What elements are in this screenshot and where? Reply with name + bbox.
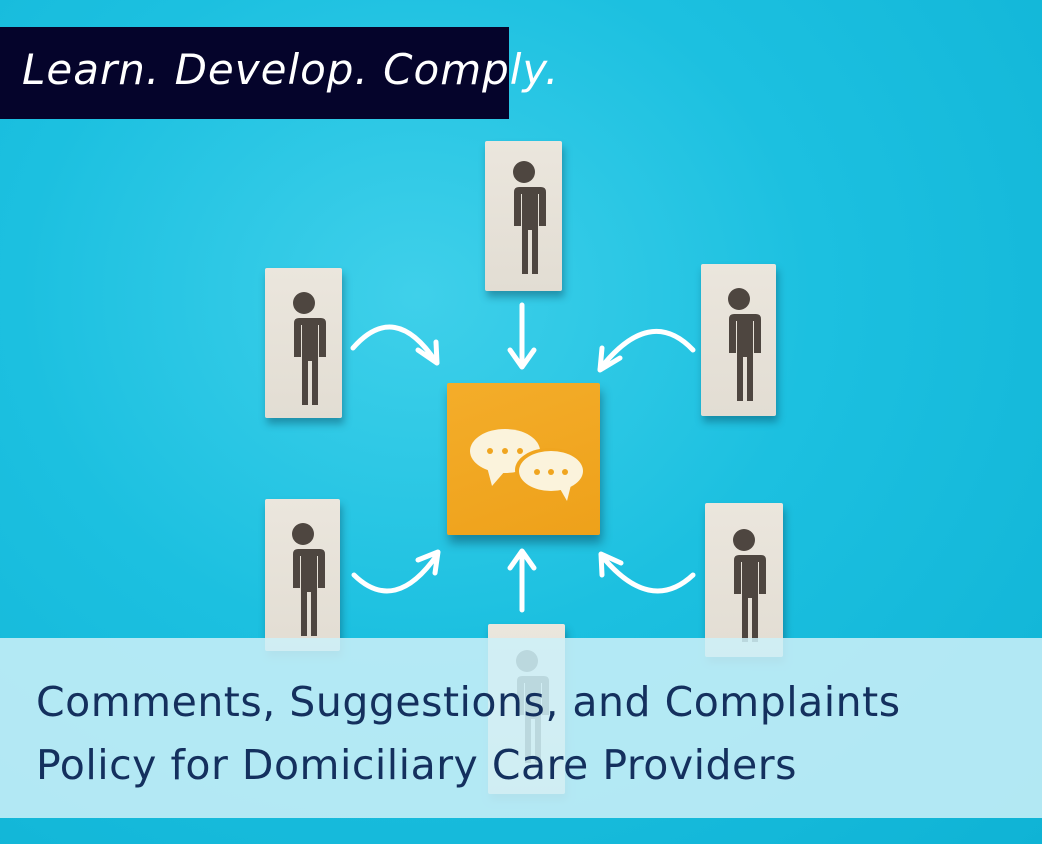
tagline-banner: Learn. Develop. Comply. <box>0 27 558 119</box>
person-icon <box>506 161 546 274</box>
person-icon <box>285 523 325 636</box>
person-block-upper-right <box>701 264 776 416</box>
person-block-lower-right <box>705 503 783 657</box>
person-icon <box>721 288 761 401</box>
title-overlay: Comments, Suggestions, and Complaints Po… <box>0 638 1042 818</box>
tagline-text: Learn. Develop. Comply. <box>22 45 560 94</box>
title-line-2: Policy for Domiciliary Care Providers <box>36 741 797 789</box>
person-block-top <box>485 141 562 291</box>
title-line-1: Comments, Suggestions, and Complaints <box>36 678 901 726</box>
person-block-upper-left <box>265 268 342 418</box>
person-icon <box>727 529 766 642</box>
center-speech-block <box>447 383 600 535</box>
person-block-lower-left <box>265 499 340 651</box>
speech-bubbles-icon <box>470 429 585 501</box>
person-icon <box>286 292 326 405</box>
